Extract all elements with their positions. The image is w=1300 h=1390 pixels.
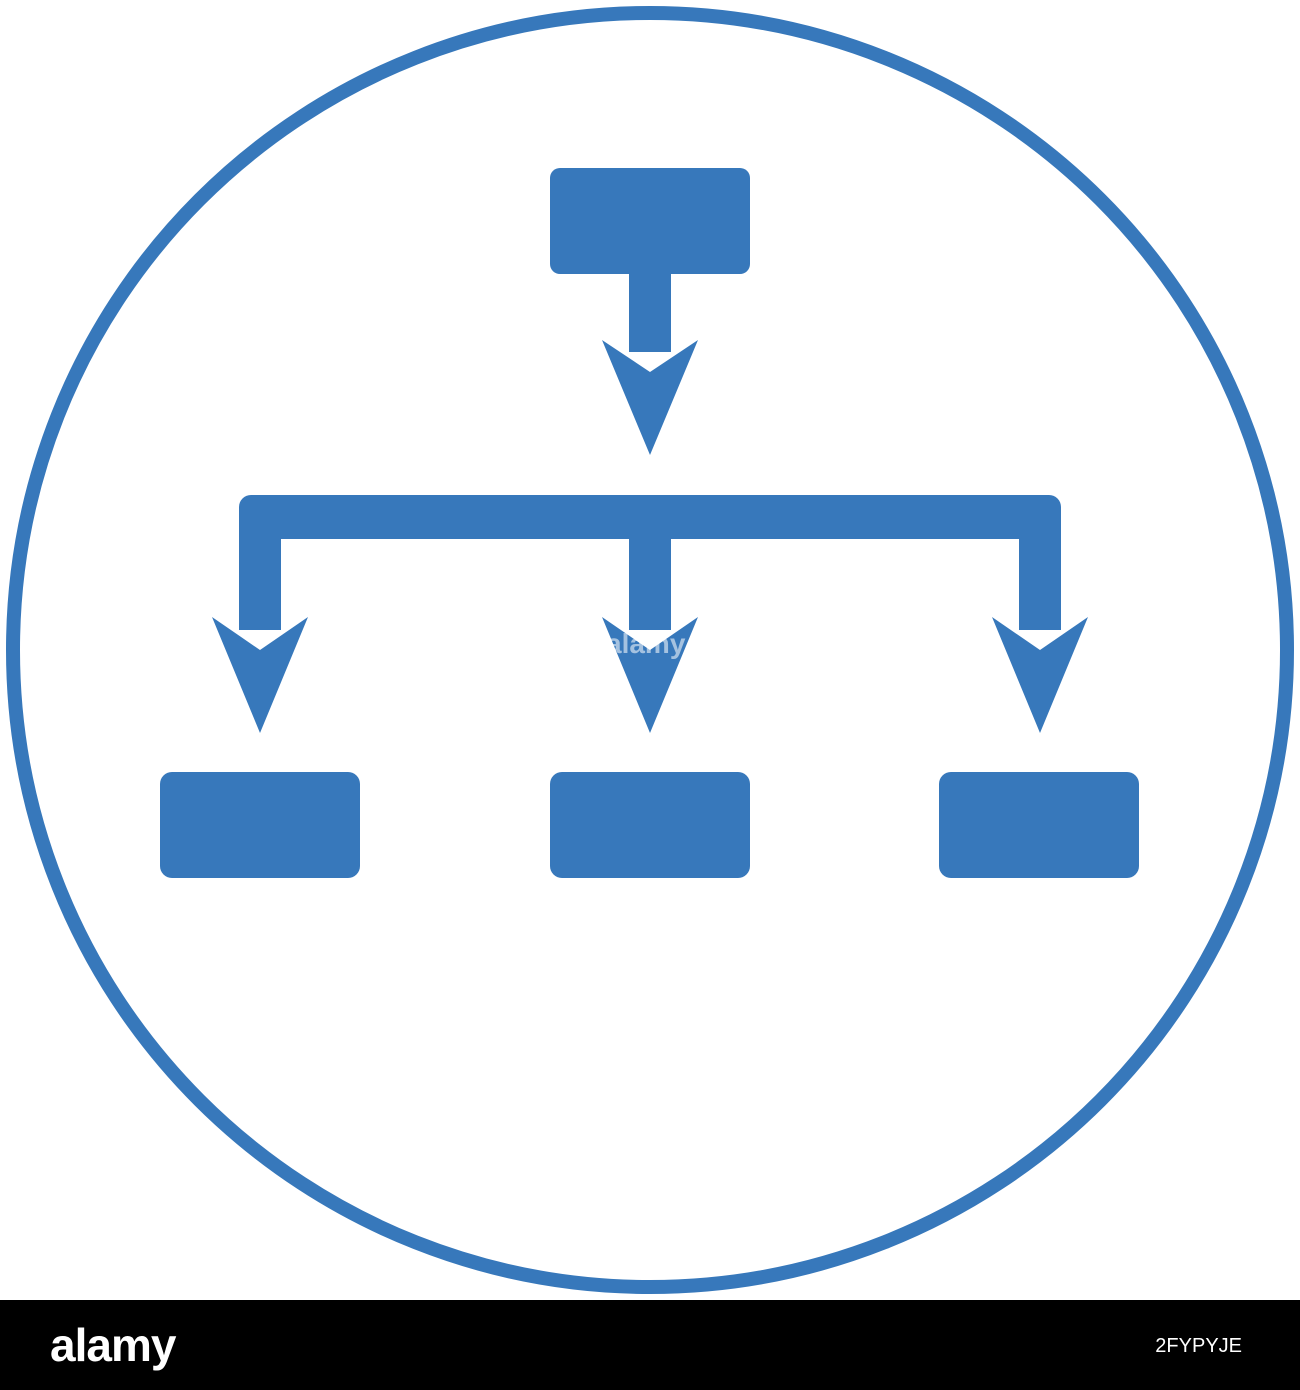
bottom-right-node-box [939, 772, 1139, 878]
outer-circle-ring [6, 6, 1294, 1294]
bottom-left-node-box [160, 772, 360, 878]
center-arrowhead [602, 617, 698, 733]
left-branch-stem [239, 510, 281, 630]
right-arrowhead [992, 617, 1088, 733]
hierarchy-flowchart-icon: alamy [6, 6, 1294, 1294]
horizontal-connector-bar [239, 495, 1061, 539]
footer-bar: alamy 2FYPYJE [0, 1300, 1300, 1390]
top-connector-stem [629, 272, 671, 352]
bottom-center-node-box [550, 772, 750, 878]
right-branch-stem [1019, 510, 1061, 630]
image-id-label: 2FYPYJE [1155, 1335, 1242, 1357]
center-branch-stem [629, 520, 671, 630]
top-arrowhead [602, 340, 698, 455]
top-node-box [550, 168, 750, 274]
left-arrowhead [212, 617, 308, 733]
brand-logo: alamy [50, 1319, 176, 1371]
